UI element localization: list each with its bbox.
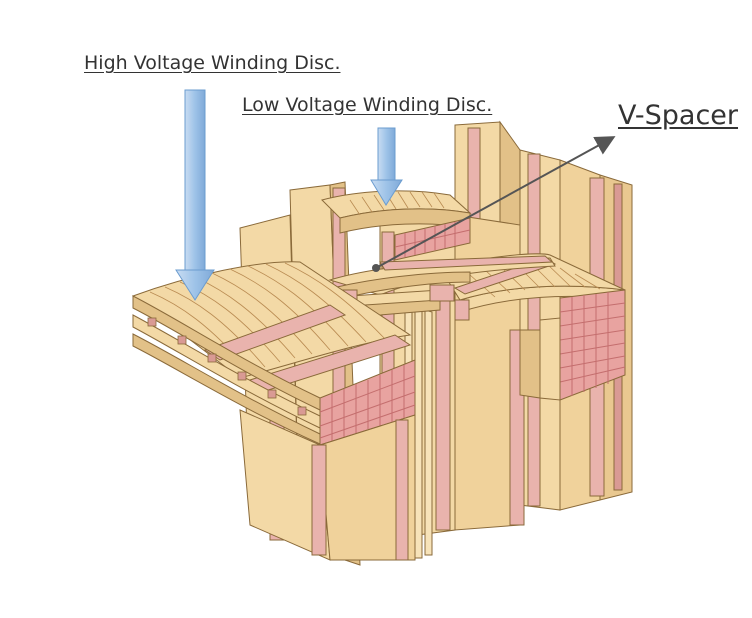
low-voltage-arrow: [370, 127, 403, 206]
low-voltage-winding-label: Low Voltage Winding Disc.: [242, 94, 493, 116]
high-voltage-winding-label: High Voltage Winding Disc.: [84, 52, 341, 74]
v-spacer-pointer: [372, 136, 616, 272]
high-voltage-disc-stack: [131, 261, 416, 561]
v-spacer-label: V-Spacer: [618, 100, 739, 131]
high-voltage-arrow: [175, 89, 215, 301]
low-voltage-disc-top: [321, 190, 472, 261]
